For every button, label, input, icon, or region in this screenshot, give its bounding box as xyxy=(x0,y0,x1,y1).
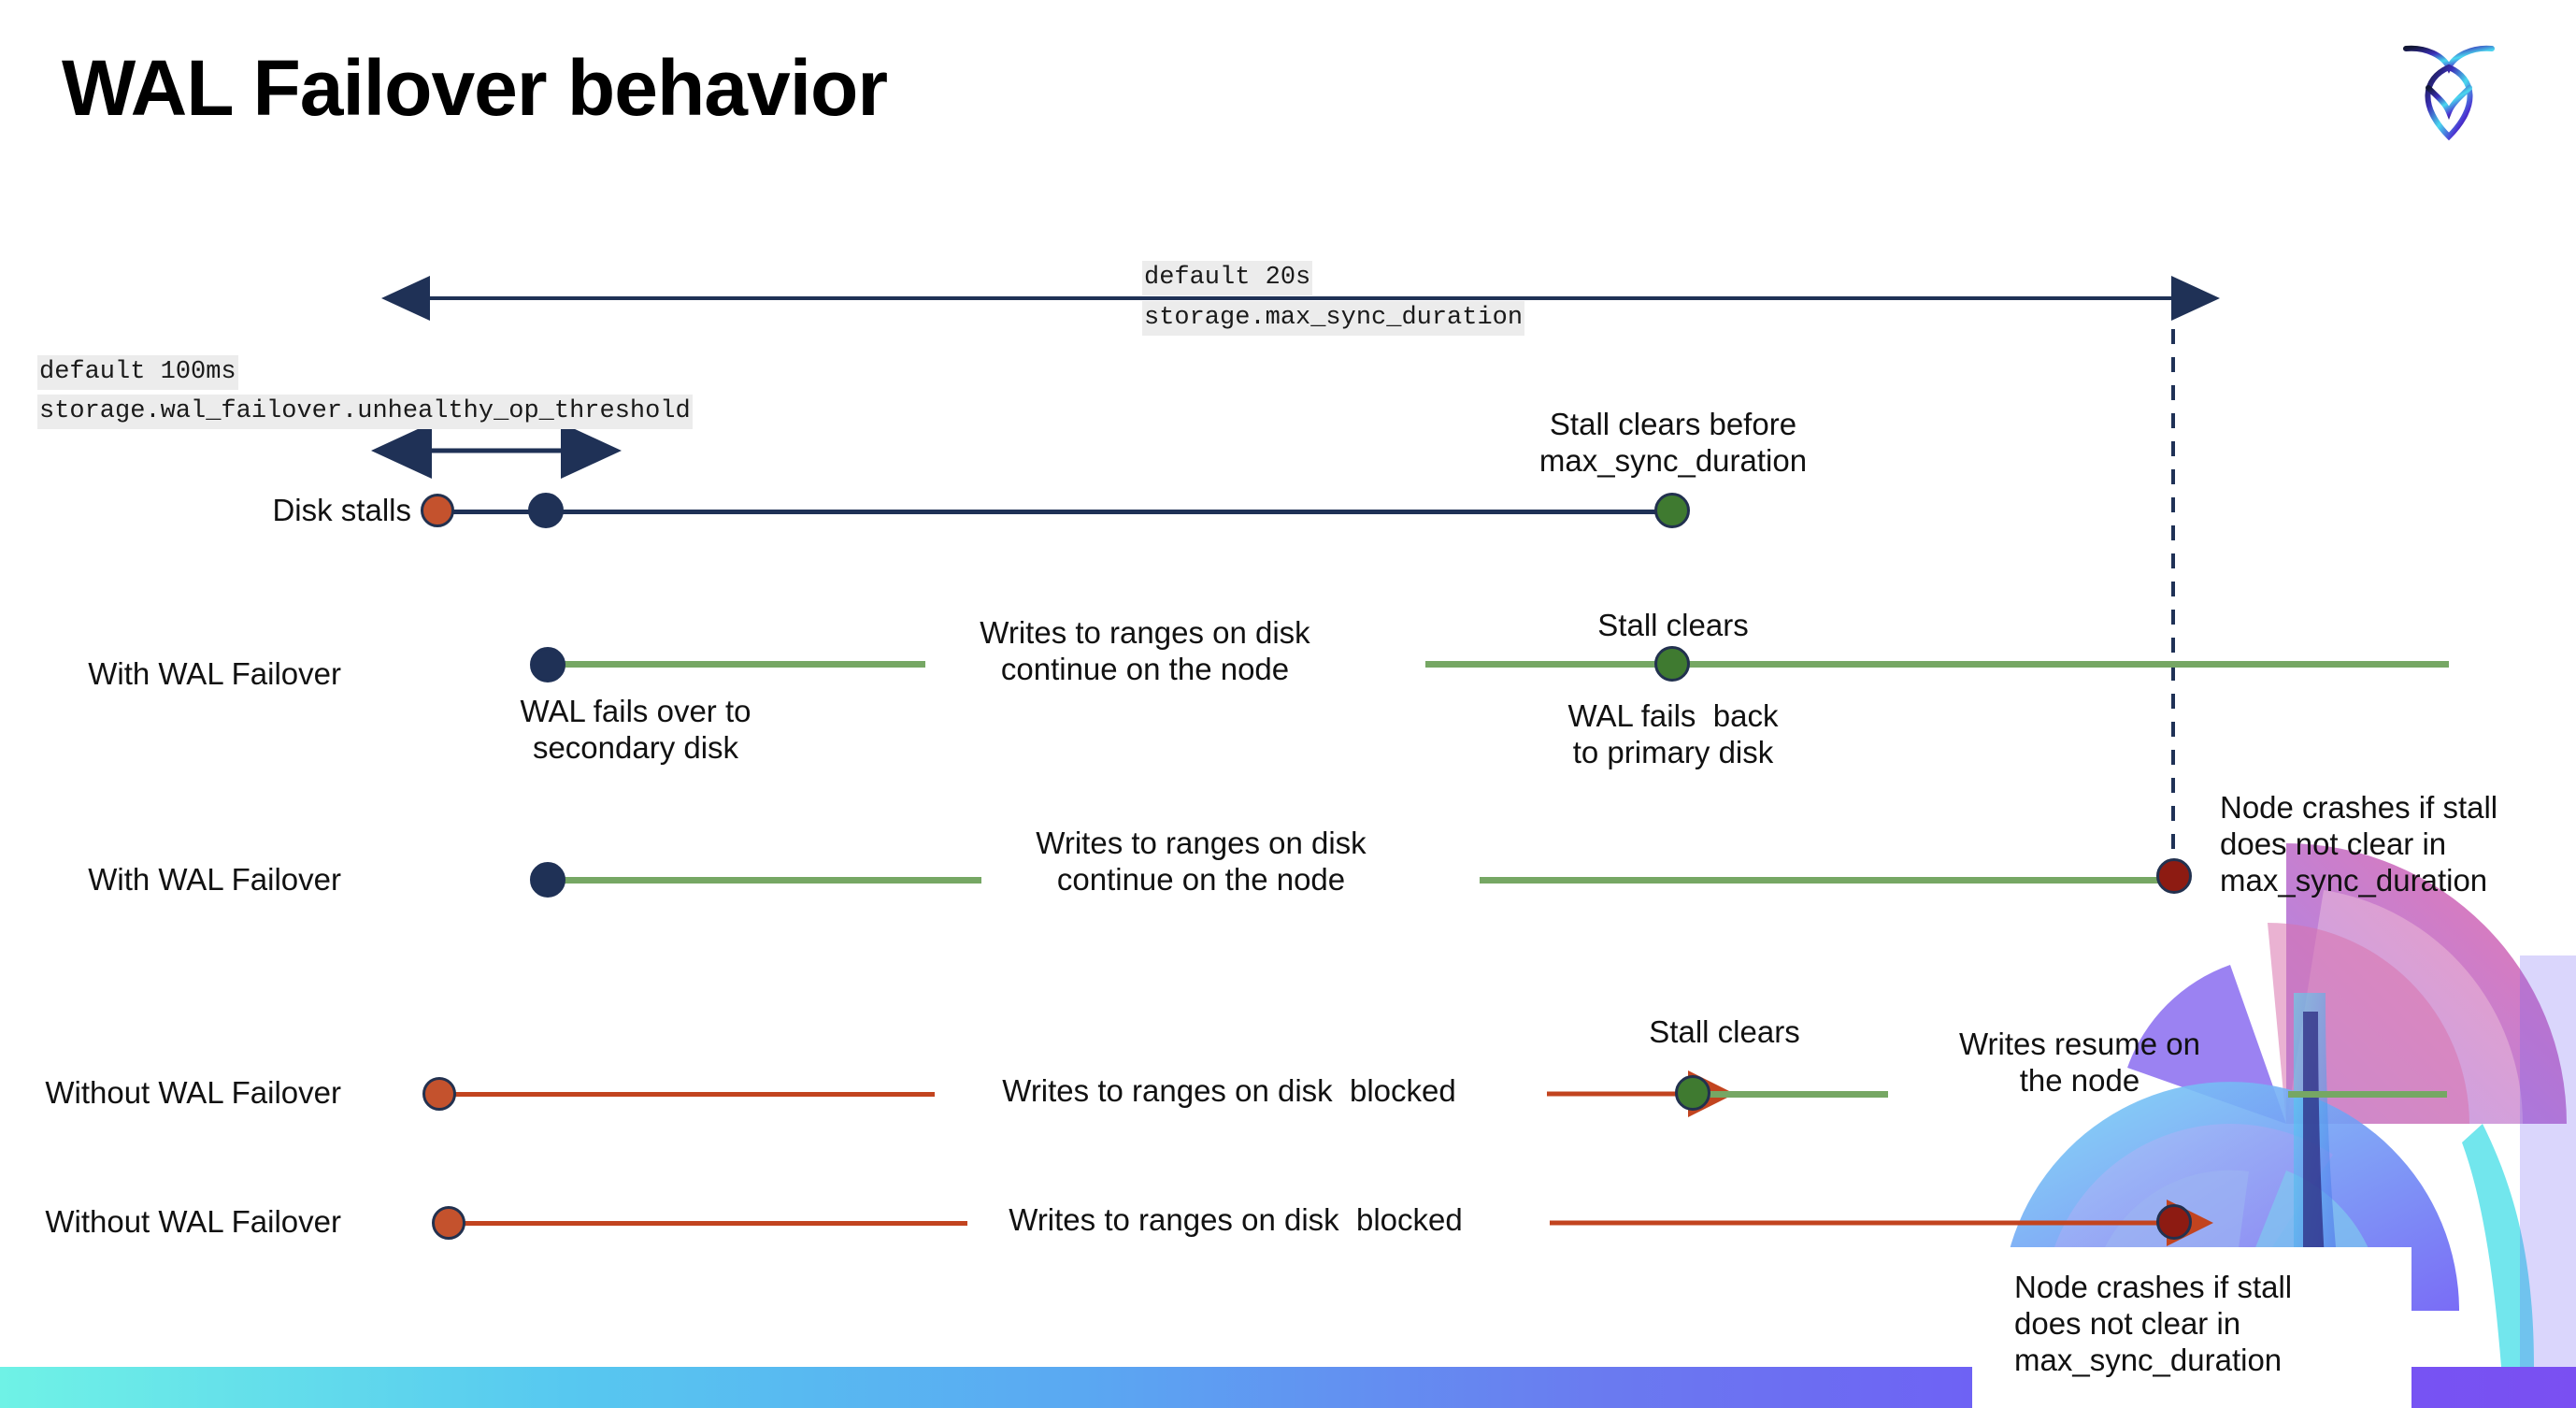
row-label-without-wal-failover-2: Without WAL Failover xyxy=(45,1204,341,1239)
row2-annotation-wal-fails-back: WAL fails back to primary disk xyxy=(1567,698,1779,769)
row1-stall-clears-dot xyxy=(1654,493,1690,528)
row5-stall-start-dot xyxy=(432,1206,465,1240)
unhealthy-threshold-default: default 100ms xyxy=(37,355,238,390)
row3-annotation-writes-continue: Writes to ranges on disk continue on the… xyxy=(1036,826,1367,897)
page-title: WAL Failover behavior xyxy=(62,44,888,132)
row2-timeline-green-right xyxy=(1425,661,2449,668)
row4-timeline-green-right xyxy=(2288,1091,2447,1098)
row5-annotation-node-crashes: Node crashes if stall does not clear in … xyxy=(2014,1270,2293,1377)
row4-timeline-green-mid xyxy=(1701,1091,1888,1098)
row1-stall-start-dot xyxy=(421,494,454,527)
row3-wal-failover-dot xyxy=(530,862,565,898)
row2-timeline-green-left xyxy=(551,661,925,668)
row1-unhealthy-threshold-dot xyxy=(528,493,564,528)
row4-annotation-stall-clears: Stall clears xyxy=(1649,1014,1800,1049)
row5-node-crash-dot xyxy=(2156,1204,2192,1240)
row4-annotation-writes-resume: Writes resume on the node xyxy=(1959,1027,2200,1098)
row1-timeline-navy xyxy=(437,510,1681,514)
cockroachdb-logo-icon xyxy=(2393,26,2505,148)
row4-timeline-orange xyxy=(449,1092,935,1097)
unhealthy-threshold-name: storage.wal_failover.unhealthy_op_thresh… xyxy=(37,395,693,429)
max-sync-duration-name: storage.max_sync_duration xyxy=(1142,301,1525,336)
max-sync-duration-default: default 20s xyxy=(1142,261,1313,295)
row-label-disk-stalls: Disk stalls xyxy=(272,493,411,527)
row-label-with-wal-failover-2: With WAL Failover xyxy=(88,862,341,897)
row2-wal-failover-dot xyxy=(530,647,565,682)
row2-annotation-writes-continue: Writes to ranges on disk continue on the… xyxy=(980,615,1310,686)
row4-stall-start-dot xyxy=(422,1077,456,1111)
row3-node-crash-dot xyxy=(2156,858,2192,894)
row3-annotation-node-crashes: Node crashes if stall does not clear in … xyxy=(2220,790,2498,898)
row4-stall-clears-dot xyxy=(1675,1075,1710,1111)
row4-annotation-writes-blocked: Writes to ranges on disk blocked xyxy=(1002,1073,1456,1108)
row5-timeline-orange xyxy=(458,1221,967,1226)
row3-timeline-green-right xyxy=(1480,877,2167,884)
row-label-with-wal-failover-1: With WAL Failover xyxy=(88,656,341,691)
row1-annotation-stall-clears-before: Stall clears before max_sync_duration xyxy=(1538,407,1808,478)
row-label-without-wal-failover-1: Without WAL Failover xyxy=(45,1075,341,1110)
row2-annotation-wal-fails-over: WAL fails over to secondary disk xyxy=(520,694,751,765)
row2-annotation-stall-clears: Stall clears xyxy=(1597,608,1749,642)
row5-callout-box xyxy=(1972,1247,2411,1408)
row2-stall-clears-dot xyxy=(1654,646,1690,682)
row5-annotation-writes-blocked: Writes to ranges on disk blocked xyxy=(1009,1202,1463,1237)
row3-timeline-green-left xyxy=(551,877,981,884)
